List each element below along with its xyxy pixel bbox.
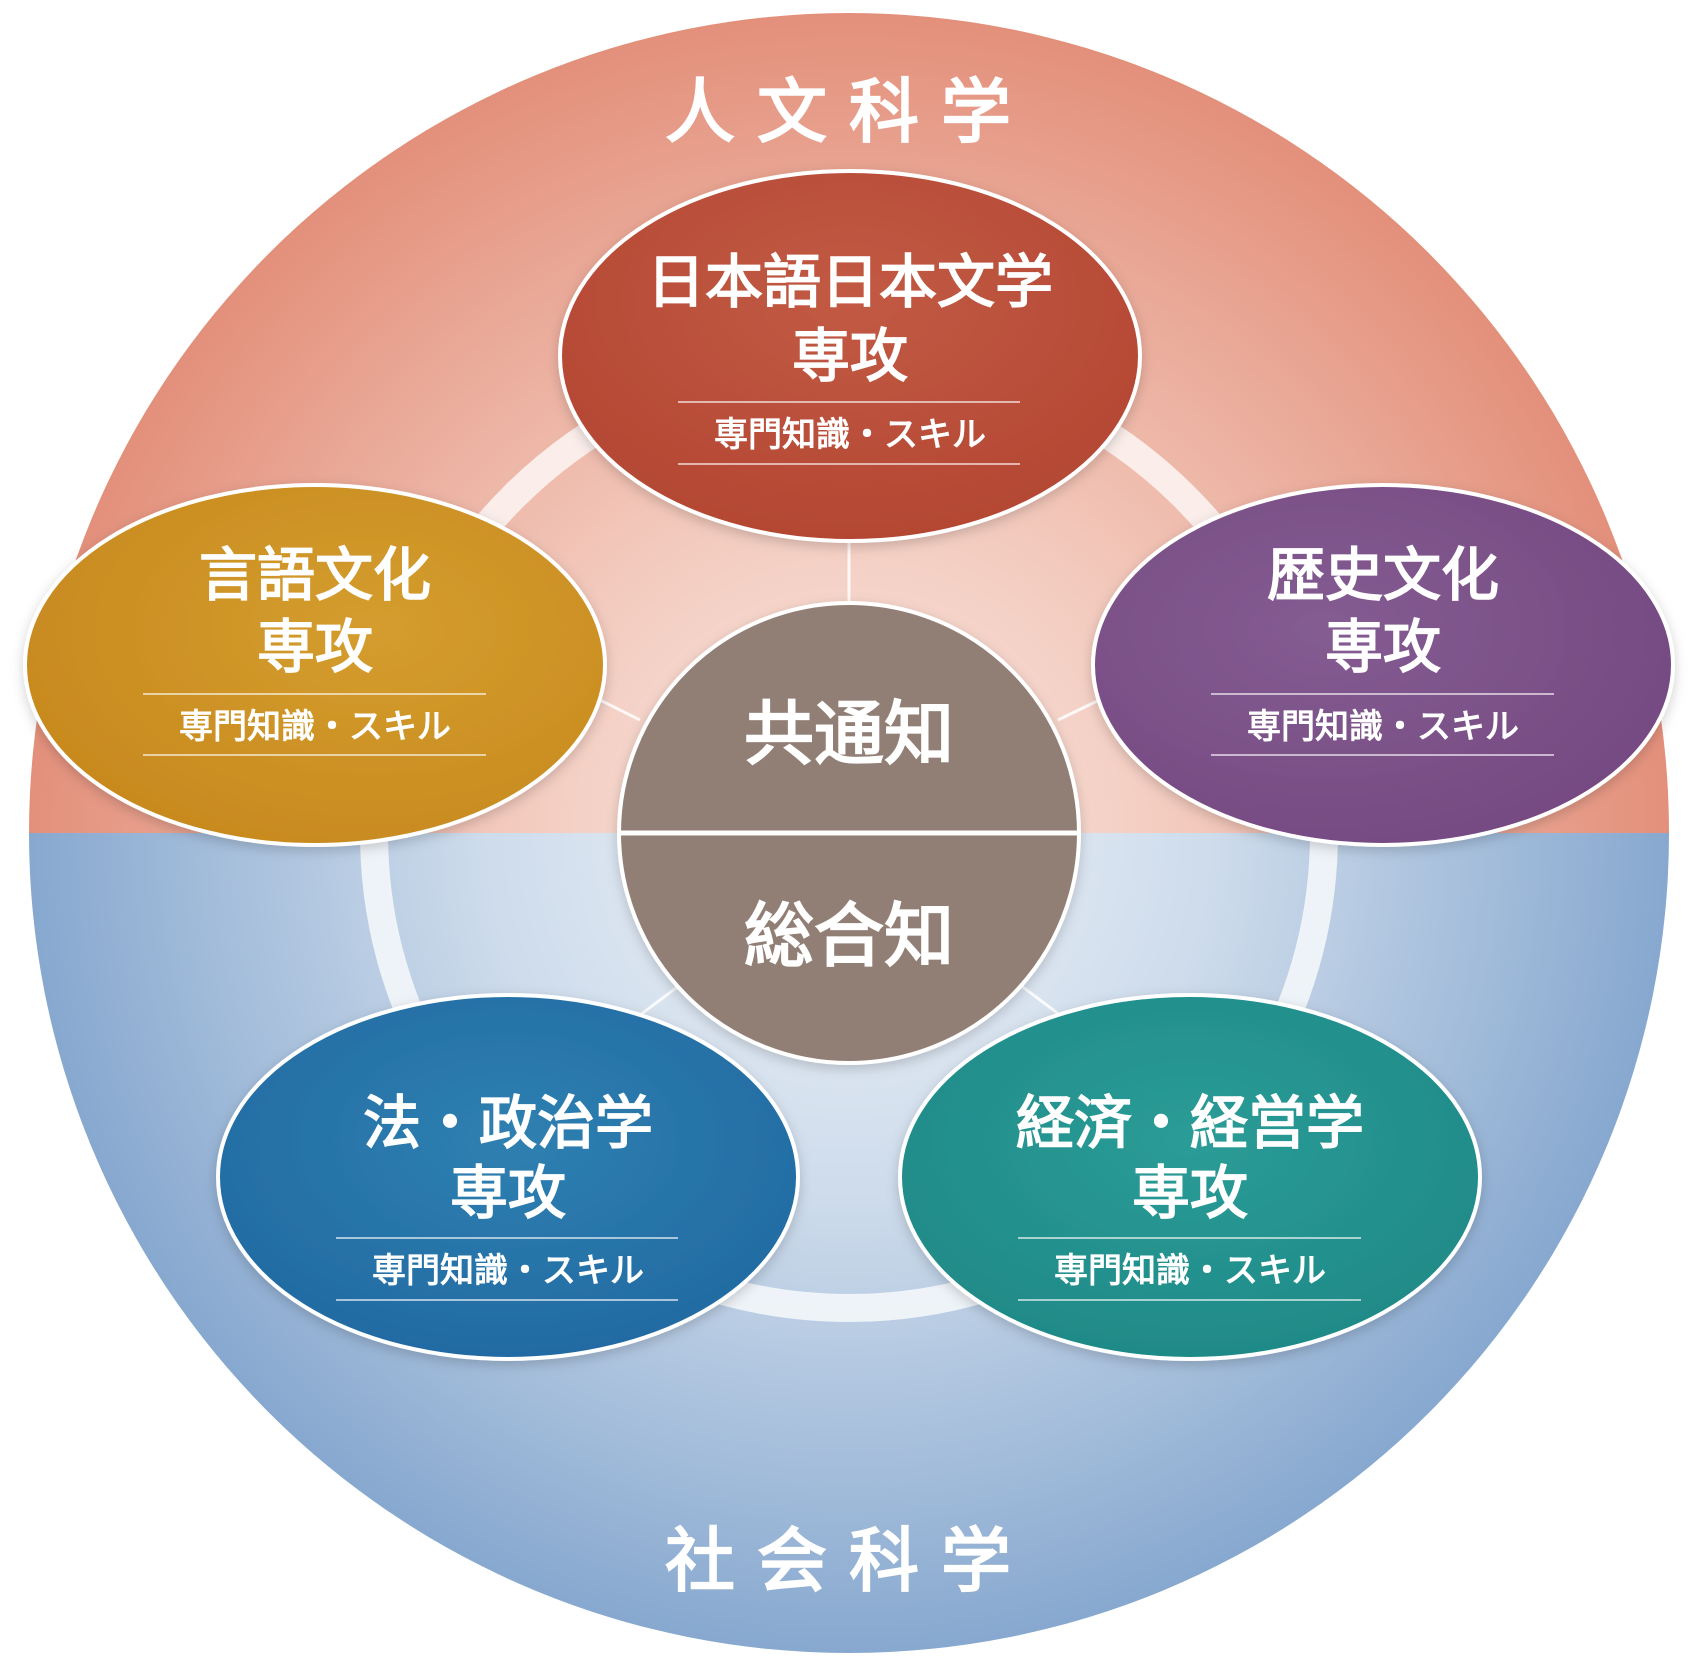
center-bottom-label: 総合知 (744, 894, 954, 977)
major-name-line1: 法・政治学 (363, 1089, 653, 1157)
major-sub: 専門知識・スキル (372, 1251, 644, 1291)
major-ellipse (216, 993, 800, 1361)
social-sciences-label: 社会科学 (665, 1519, 1033, 1602)
center-top-label: 共通知 (744, 692, 954, 775)
major-name-line2: 専攻 (792, 322, 909, 390)
major-ellipse (558, 169, 1142, 543)
major-name-line2: 専攻 (450, 1159, 567, 1227)
major-history-culture: 歴史文化 専攻 専門知識・スキル (1091, 483, 1675, 847)
major-law-politics: 法・政治学 専攻 専門知識・スキル (216, 993, 800, 1361)
major-name-line1: 日本語日本文学 (647, 248, 1053, 316)
major-japanese-literature: 日本語日本文学 専攻 専門知識・スキル (558, 169, 1142, 543)
major-name-line2: 専攻 (1132, 1159, 1249, 1227)
major-name-line2: 専攻 (1325, 613, 1442, 681)
major-sub: 専門知識・スキル (714, 415, 986, 455)
major-economics-management: 経済・経営学 専攻 専門知識・スキル (898, 993, 1482, 1361)
major-name-line2: 専攻 (257, 613, 374, 681)
major-name-line1: 歴史文化 (1267, 541, 1499, 609)
center-circle: 共通知 総合知 (617, 601, 1081, 1065)
major-sub: 専門知識・スキル (179, 707, 451, 747)
major-name-line1: 経済・経営学 (1016, 1089, 1364, 1157)
major-language-culture: 言語文化 専攻 専門知識・スキル (23, 483, 607, 847)
major-ellipse (898, 993, 1482, 1361)
major-sub: 専門知識・スキル (1247, 707, 1519, 747)
major-name-line1: 言語文化 (199, 541, 431, 609)
humanities-label: 人文科学 (665, 70, 1033, 153)
major-sub: 専門知識・スキル (1054, 1251, 1326, 1291)
